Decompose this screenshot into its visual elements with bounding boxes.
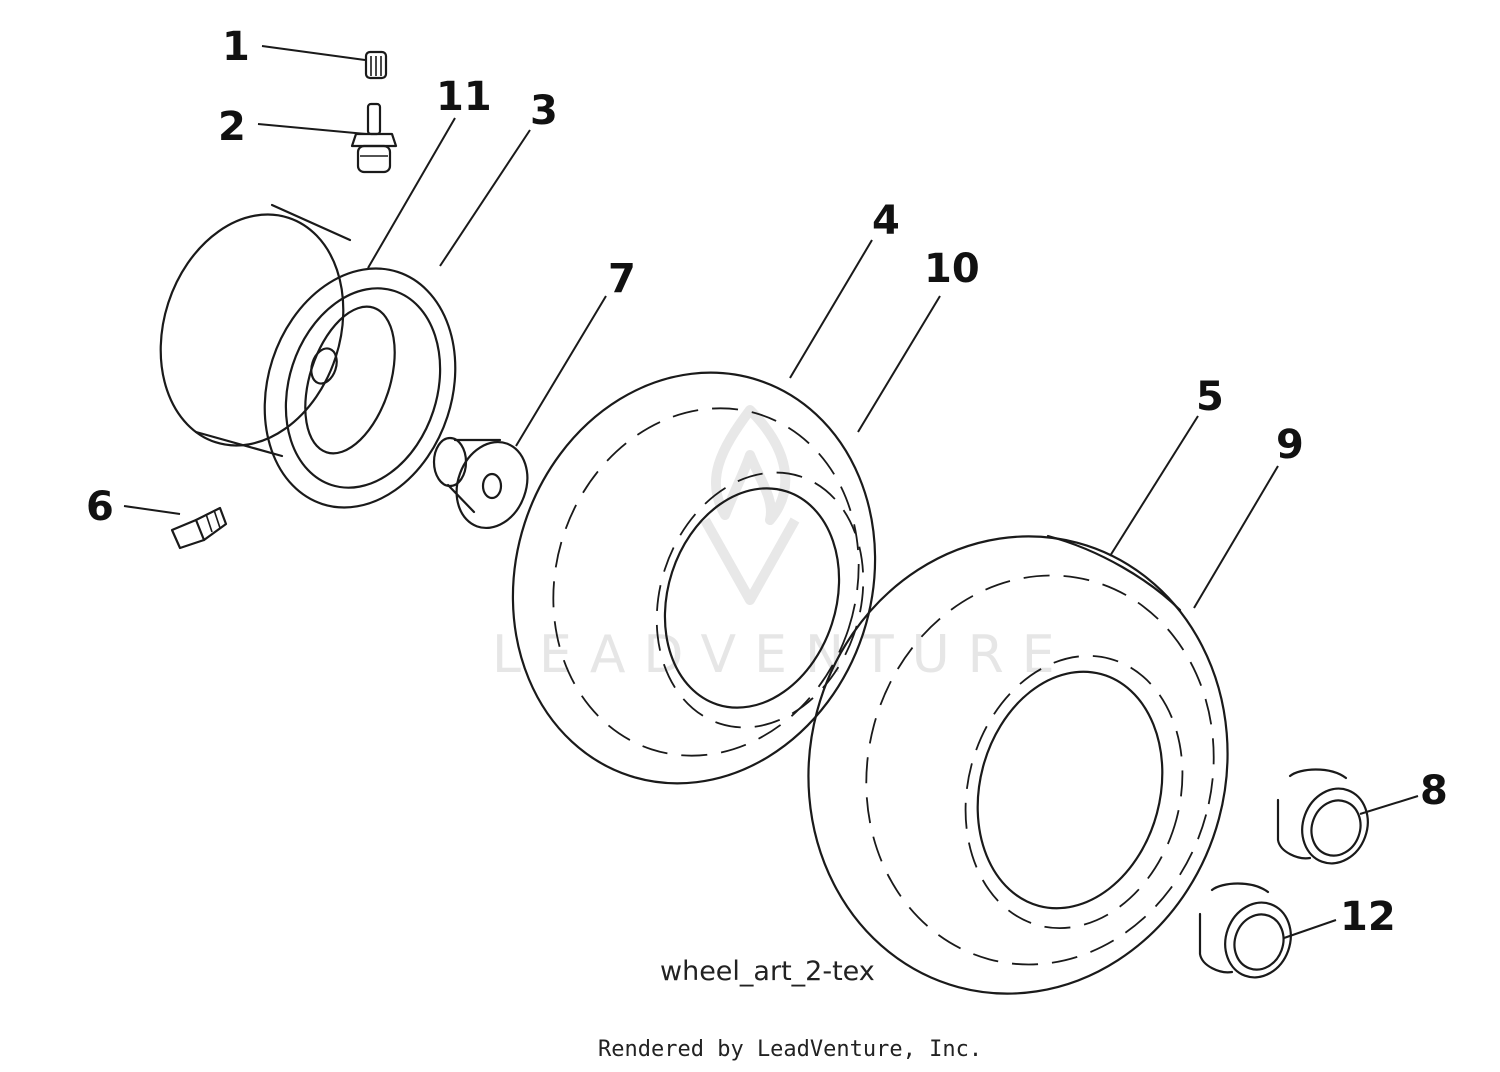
callout-11: 11 bbox=[436, 74, 492, 120]
callout-5: 5 bbox=[1196, 374, 1224, 420]
hub-cap-part bbox=[1276, 768, 1369, 865]
bushing-part bbox=[432, 436, 529, 530]
grease-fitting-part bbox=[170, 506, 228, 550]
callout-3: 3 bbox=[530, 88, 558, 134]
watermark-v-icon bbox=[700, 517, 800, 605]
leader-lines bbox=[123, 45, 1419, 939]
callout-9: 9 bbox=[1276, 422, 1304, 468]
callout-10: 10 bbox=[924, 246, 980, 292]
watermark: LEADVENTURE bbox=[492, 405, 1073, 685]
valve-stem-part bbox=[350, 102, 398, 174]
callout-8: 8 bbox=[1420, 768, 1448, 814]
callout-7: 7 bbox=[608, 256, 636, 302]
callout-4: 4 bbox=[872, 198, 900, 244]
callout-1: 1 bbox=[222, 24, 250, 70]
render-credit: Rendered by LeadVenture, Inc. bbox=[598, 1037, 982, 1062]
tire-front-part bbox=[511, 371, 877, 785]
rim-part bbox=[159, 203, 457, 509]
watermark-flame-icon bbox=[710, 405, 791, 525]
valve-cap-part bbox=[364, 50, 388, 80]
callout-2: 2 bbox=[218, 104, 246, 150]
callout-6: 6 bbox=[86, 484, 114, 530]
callout-labels: 1 2 11 3 7 4 10 5 9 6 8 12 bbox=[86, 24, 1448, 940]
figure-label: wheel_art_2-tex bbox=[660, 956, 875, 987]
callout-12: 12 bbox=[1340, 894, 1396, 940]
watermark-brand-text: LEADVENTURE bbox=[492, 625, 1073, 685]
hub-cap-small-part bbox=[1198, 882, 1292, 979]
